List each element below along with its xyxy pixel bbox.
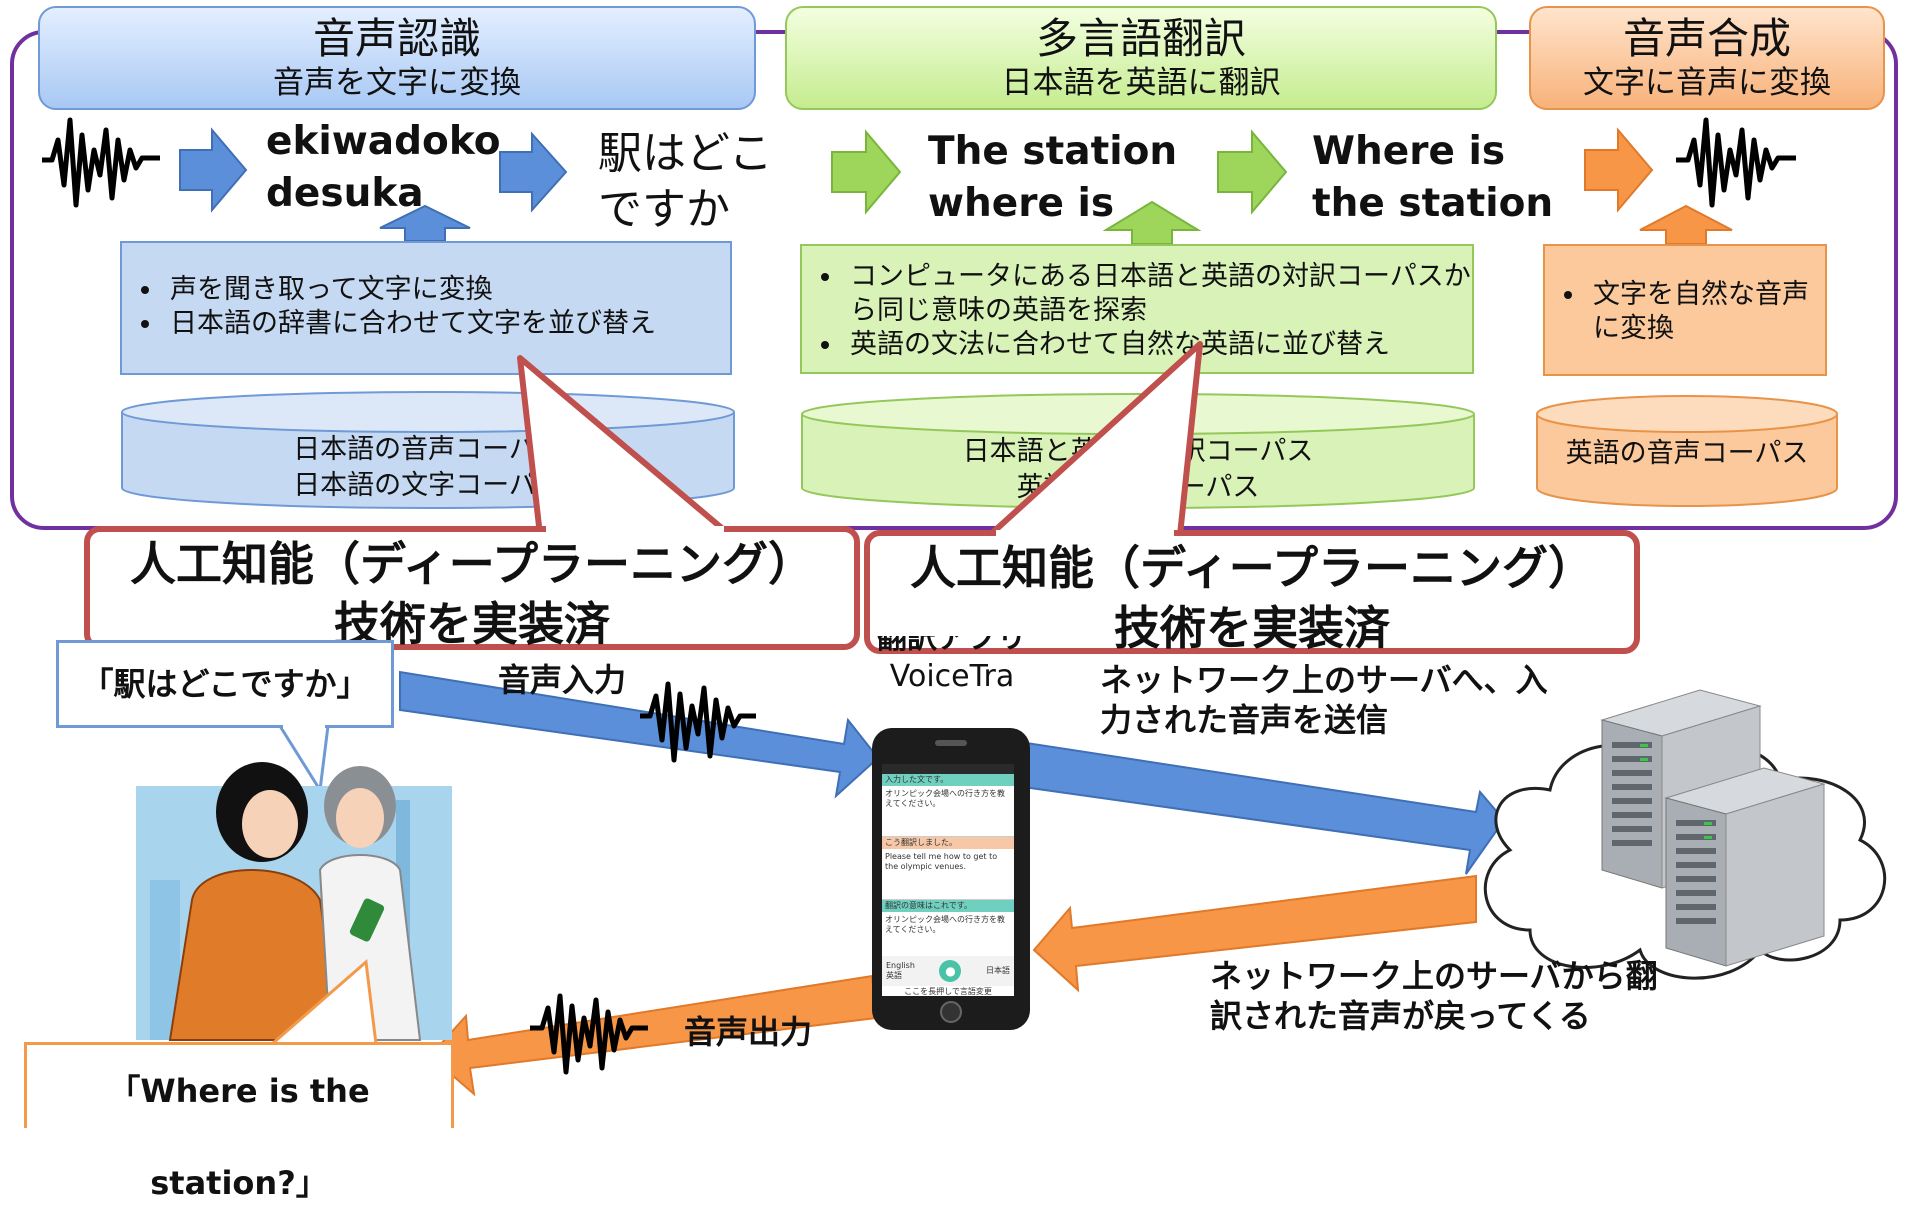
stage-title: 音声合成 (1622, 14, 1791, 63)
english-line: the station (1312, 181, 1554, 226)
romaji-text: ekiwadoko desuka (266, 116, 501, 220)
stage-speech-recognition-header: 音声認識 音声を文字に変換 (38, 6, 756, 110)
romaji-line: desuka (266, 171, 424, 216)
ai-line: 人工知能（ディープラーニング） (129, 537, 815, 591)
download-arrow (1032, 874, 1477, 993)
stage-synthesis-header: 音声合成 文字に音声に変換 (1529, 6, 1885, 110)
arrow-up-icon (1639, 204, 1733, 245)
note-item: コンピュータにある日本語と英語の対訳コーパスから同じ意味の英語を探索 (844, 260, 1472, 328)
voice-input-waveform-icon (640, 681, 756, 763)
database-label-line: 日本語の文字コーパス (293, 470, 563, 501)
voice-input-arrow (399, 670, 880, 799)
arrow-right-icon (499, 131, 568, 213)
translation-notes: コンピュータにある日本語と英語の対訳コーパスから同じ意味の英語を探索 英語の文法… (800, 244, 1474, 374)
server-icon (1664, 767, 1826, 967)
output-waveform-icon (1676, 117, 1796, 208)
upload-arrow (1014, 740, 1506, 875)
phone-screen: 入力した文です。 オリンピック会場への行き方を教えてください。 こう翻訳しました… (882, 764, 1014, 996)
app-label-text: 翻訳アプリ (877, 636, 1027, 656)
speech-bubble-join (283, 723, 325, 729)
database-label: 日本語の音声コーパス 日本語の文字コーパス (122, 432, 734, 504)
arrow-right-icon (179, 127, 248, 213)
stage-title: 音声認識 (312, 14, 481, 63)
back-translation-header: 翻訳の意味はこれです。 (882, 900, 1014, 912)
literal-translation-text: The station where is (928, 126, 1177, 230)
english-line: Where is (1312, 129, 1506, 174)
ai-line: 技術を実装済 (1114, 601, 1390, 655)
note-item: 日本語の辞書に合わせて文字を並び替え (164, 307, 730, 341)
input-text[interactable]: オリンピック会場への行き方を教えてください。 (882, 786, 1014, 837)
translated-header: こう翻訳しました。 (882, 837, 1014, 849)
database-icon (1536, 395, 1838, 507)
database-label: 英語の音声コーパス (1537, 436, 1837, 472)
english-text: Where is the station (1312, 126, 1553, 230)
back-translation-text[interactable]: オリンピック会場への行き方を教えてください。 (885, 915, 1005, 934)
literal-line: where is (928, 181, 1115, 226)
voice-output-label: 音声出力 (684, 1013, 813, 1051)
database-label-line: 英語の音声コーパス (1565, 438, 1809, 469)
language-right[interactable]: 日本語 (985, 966, 1010, 975)
ai-callout-joins (0, 0, 1910, 1128)
translated-text[interactable]: Please tell me how to get to the olympic… (882, 849, 1014, 900)
app-name: VoiceTra (889, 659, 1015, 694)
upload-description: ネットワーク上のサーバへ、入 力された音声を送信 (1100, 660, 1548, 740)
phone-status-bar (882, 764, 1014, 774)
note-item: 文字を自然な音声に変換 (1587, 278, 1825, 346)
ai-callout-tails (517, 341, 1203, 538)
synthesis-notes: 文字を自然な音声に変換 (1543, 244, 1827, 376)
upload-line: 力された音声を送信 (1100, 701, 1389, 739)
note-item: 声を聞き取って文字に変換 (164, 273, 730, 307)
arrow-right-icon (1217, 129, 1288, 215)
speech-recognition-notes: 声を聞き取って文字に変換 日本語の辞書に合わせて文字を並び替え (120, 241, 732, 375)
download-description: ネットワーク上のサーバから翻 訳された音声が戻ってくる (1210, 956, 1658, 1036)
stage-translation-header: 多言語翻訳 日本語を英語に翻訳 (785, 6, 1497, 110)
answer-bubble: 「Where is the station?」 (24, 1042, 454, 1202)
speech-bubble: 「駅はどこですか」 (56, 640, 394, 728)
answer-text: 「Where is the station?」 (108, 1072, 370, 1202)
arrow-right-icon (1584, 127, 1654, 213)
japanese-line: 駅はどこ (598, 128, 773, 179)
japanese-line: ですか (598, 184, 730, 235)
arrow-up-icon (1102, 200, 1202, 245)
speech-bubble-text: 「駅はどこですか」 (81, 665, 369, 703)
voice-input-label: 音声入力 (498, 661, 627, 699)
microphone-icon[interactable]: ● (939, 960, 962, 982)
literal-line: The station (928, 129, 1178, 174)
stage-subtitle: 音声を文字に変換 (273, 65, 521, 101)
stage-subtitle: 日本語を英語に翻訳 (1001, 65, 1281, 101)
input-waveform-icon (42, 117, 160, 208)
japanese-text: 駅はどこ ですか (598, 126, 773, 238)
language-left-label: English (886, 961, 915, 970)
phone-footer: ここを長押しで言語変更 (904, 987, 992, 996)
ai-callout-box: 人工知能（ディープラーニング） 技術を実装済 (864, 530, 1640, 655)
download-line: ネットワーク上のサーバから翻 (1210, 957, 1658, 995)
voice-output-waveform-icon (530, 993, 648, 1075)
ai-callout-box: 人工知能（ディープラーニング） 技術を実装済 (84, 526, 860, 651)
download-line: 訳された音声が戻ってくる (1210, 997, 1591, 1035)
ai-line: 人工知能（ディープラーニング） (909, 541, 1595, 595)
language-left-sub: 英語 (886, 971, 902, 980)
arrow-up-icon (379, 204, 471, 242)
stage-subtitle: 文字に音声に変換 (1583, 65, 1831, 101)
stage-title: 多言語翻訳 (1035, 14, 1246, 63)
database-label-line: 日本語の音声コーパス (293, 434, 563, 465)
app-label: 翻訳アプリ VoiceTra (862, 636, 1042, 696)
note-item: 英語の文法に合わせて自然な英語に並び替え (844, 328, 1472, 362)
arrow-right-icon (831, 129, 902, 215)
romaji-line: ekiwadoko (266, 119, 501, 164)
upload-line: ネットワーク上のサーバへ、入 (1100, 661, 1548, 699)
input-header: 入力した文です。 (882, 774, 1014, 786)
people-illustration (136, 762, 452, 1041)
